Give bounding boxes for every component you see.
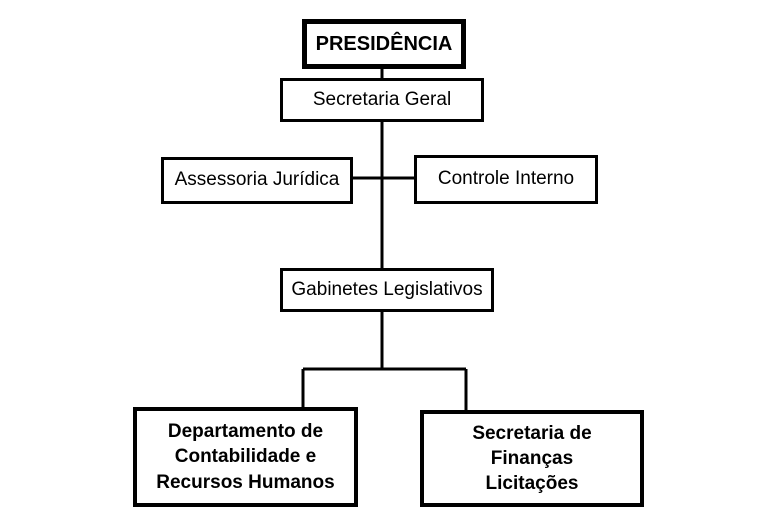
secretaria-financas-label: Secretaria de Finanças Licitações [472,422,592,495]
secretaria-financas-box: Secretaria de Finanças Licitações [420,410,644,507]
departamento-box: Departamento de Contabilidade e Recursos… [133,407,358,507]
gabinetes-legislativos-label: Gabinetes Legislativos [291,278,483,300]
presidencia-box: PRESIDÊNCIA [302,19,466,69]
secretaria-geral-box: Secretaria Geral [280,78,484,122]
assessoria-juridica-label: Assessoria Jurídica [174,169,340,191]
presidencia-label: PRESIDÊNCIA [315,33,453,55]
assessoria-juridica-box: Assessoria Jurídica [161,157,353,204]
gabinetes-legislativos-box: Gabinetes Legislativos [280,268,494,312]
controle-interno-box: Controle Interno [414,155,598,204]
secretaria-geral-label: Secretaria Geral [312,88,452,110]
departamento-label: Departamento de Contabilidade e Recursos… [156,421,335,493]
controle-interno-label: Controle Interno [437,168,575,190]
